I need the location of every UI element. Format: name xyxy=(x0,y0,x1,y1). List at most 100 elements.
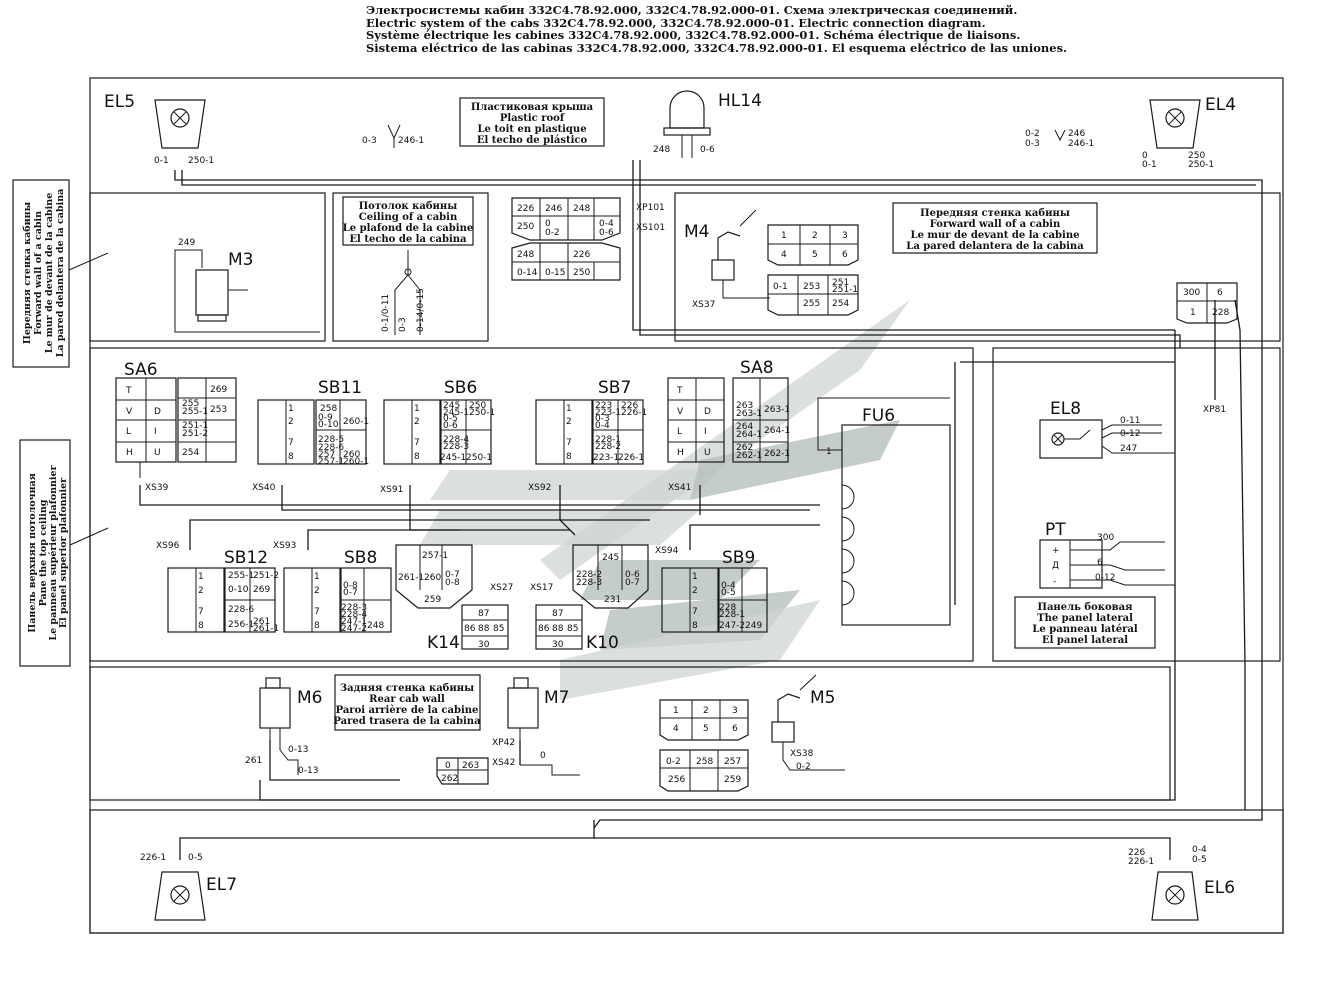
svg-text:SB9: SB9 xyxy=(722,548,755,568)
svg-text:HL14: HL14 xyxy=(718,91,762,111)
svg-text:0-3: 0-3 xyxy=(595,414,610,424)
svg-text:1: 1 xyxy=(781,231,787,241)
svg-text:0-13: 0-13 xyxy=(298,766,318,776)
svg-text:7: 7 xyxy=(314,607,320,617)
svg-text:262-1: 262-1 xyxy=(764,449,790,459)
svg-text:0-3: 0-3 xyxy=(1025,139,1040,149)
svg-text:0-4: 0-4 xyxy=(599,219,614,229)
svg-text:0-1: 0-1 xyxy=(773,282,788,292)
svg-text:250-1: 250-1 xyxy=(469,408,495,418)
watermark-logo xyxy=(420,300,910,700)
svg-text:Pane the top ceiling: Pane the top ceiling xyxy=(38,499,49,606)
svg-text:251: 251 xyxy=(832,278,849,288)
svg-text:262-1: 262-1 xyxy=(736,451,762,461)
svg-text:El techo de la cabina: El techo de la cabina xyxy=(349,234,467,245)
svg-text:La pared delantera de la cabin: La pared delantera de la cabina xyxy=(55,189,66,358)
title-line-es: Sistema eléctrico de las cabinas 332С4.7… xyxy=(366,40,1068,55)
svg-text:228-4: 228-4 xyxy=(341,610,367,620)
connector-m4-block: 1 2 3 4 5 6 0-1 253 251 251-1 255 254 xyxy=(767,224,859,316)
svg-text:88: 88 xyxy=(478,624,490,634)
svg-text:7: 7 xyxy=(566,438,572,448)
svg-text:228-2: 228-2 xyxy=(576,570,602,580)
svg-text:SB11: SB11 xyxy=(318,378,362,398)
diagram-title: Электросистемы кабин 332С4.78.92.000, 33… xyxy=(366,3,1068,55)
svg-text:263: 263 xyxy=(736,401,753,411)
svg-text:7: 7 xyxy=(288,438,294,448)
svg-text:1: 1 xyxy=(566,404,572,414)
svg-text:XS41: XS41 xyxy=(668,483,691,493)
svg-text:251-2: 251-2 xyxy=(182,429,208,439)
svg-text:2: 2 xyxy=(414,417,420,427)
svg-text:257: 257 xyxy=(724,757,741,767)
svg-text:0: 0 xyxy=(545,219,551,229)
svg-text:1: 1 xyxy=(198,572,204,582)
svg-text:Потолок кабины: Потолок кабины xyxy=(359,201,458,212)
svg-text:The panel lateral: The panel lateral xyxy=(1037,613,1133,624)
svg-text:XS101: XS101 xyxy=(636,223,665,233)
svg-text:250: 250 xyxy=(517,222,534,232)
lamp-el7: EL7 226-1 0-5 xyxy=(140,853,237,921)
frame-outer xyxy=(89,77,1284,934)
title-line-ru: Электросистемы кабин 332С4.78.92.000, 33… xyxy=(366,3,1018,17)
svg-text:0-2: 0-2 xyxy=(545,228,560,238)
svg-text:L: L xyxy=(126,427,131,437)
svg-text:XS27: XS27 xyxy=(490,583,513,593)
svg-text:254: 254 xyxy=(832,299,849,309)
fuse-block-fu6: FU6 1 xyxy=(817,397,951,626)
svg-text:87: 87 xyxy=(478,609,489,619)
svg-text:228-5: 228-5 xyxy=(318,435,344,445)
svg-text:85: 85 xyxy=(567,624,578,634)
title-line-fr: Système électrique les cabines 332С4.78.… xyxy=(366,28,1021,42)
svg-text:246: 246 xyxy=(545,204,562,214)
svg-text:264-1: 264-1 xyxy=(764,426,790,436)
svg-text:K14: K14 xyxy=(427,633,460,653)
svg-text:Д: Д xyxy=(1052,561,1059,571)
svg-text:0-5: 0-5 xyxy=(1192,855,1207,865)
svg-text:0-6: 0-6 xyxy=(443,421,458,431)
svg-text:U: U xyxy=(704,448,711,458)
svg-text:264: 264 xyxy=(736,422,753,432)
svg-text:XS39: XS39 xyxy=(145,483,169,493)
svg-text:254: 254 xyxy=(182,448,199,458)
svg-text:8: 8 xyxy=(414,452,420,462)
svg-text:85: 85 xyxy=(493,624,504,634)
svg-text:248: 248 xyxy=(517,250,534,260)
svg-text:EL6: EL6 xyxy=(1204,878,1235,898)
svg-text:M6: M6 xyxy=(297,688,322,708)
svg-text:+: + xyxy=(1052,546,1060,556)
svg-text:30: 30 xyxy=(552,640,564,650)
svg-text:251-2: 251-2 xyxy=(253,571,279,581)
svg-text:6: 6 xyxy=(1217,288,1223,298)
svg-text:0-6: 0-6 xyxy=(700,145,715,155)
svg-text:228-2: 228-2 xyxy=(595,442,621,452)
ceiling-wiring: 0-1/0-11 0-3 0-14/0-15 xyxy=(381,250,426,335)
svg-text:XP101: XP101 xyxy=(636,203,665,213)
svg-text:3: 3 xyxy=(842,231,848,241)
svg-text:269: 269 xyxy=(210,385,227,395)
svg-text:248: 248 xyxy=(367,621,384,631)
svg-text:260-1: 260-1 xyxy=(343,417,369,427)
svg-text:XS94: XS94 xyxy=(655,546,679,556)
svg-text:8: 8 xyxy=(692,621,698,631)
svg-text:0-4: 0-4 xyxy=(1192,845,1207,855)
svg-text:245: 245 xyxy=(443,401,460,411)
svg-text:0-8: 0-8 xyxy=(343,581,358,591)
svg-text:2: 2 xyxy=(314,586,320,596)
svg-text:D: D xyxy=(704,407,711,417)
svg-text:Rear cab wall: Rear cab wall xyxy=(369,694,445,705)
lamp-hl14: HL14 248 0-6 xyxy=(653,90,762,158)
svg-text:256: 256 xyxy=(668,775,685,785)
svg-text:6: 6 xyxy=(1097,558,1103,568)
svg-text:0-10: 0-10 xyxy=(318,420,339,430)
svg-text:255-1: 255-1 xyxy=(228,571,254,581)
svg-text:226-1: 226-1 xyxy=(621,408,647,418)
svg-text:263-1: 263-1 xyxy=(736,409,762,419)
svg-text:EL5: EL5 xyxy=(104,92,135,112)
svg-text:30: 30 xyxy=(478,640,490,650)
svg-text:250: 250 xyxy=(573,268,590,278)
svg-text:255-1: 255-1 xyxy=(182,407,208,417)
svg-text:0-3: 0-3 xyxy=(398,317,408,332)
svg-text:0-5: 0-5 xyxy=(721,588,736,598)
svg-text:PT: PT xyxy=(1045,520,1066,540)
switch-sb12: SB12 1 2 7 8 255-1 251-2 0-10 269 228-6 … xyxy=(156,541,279,634)
